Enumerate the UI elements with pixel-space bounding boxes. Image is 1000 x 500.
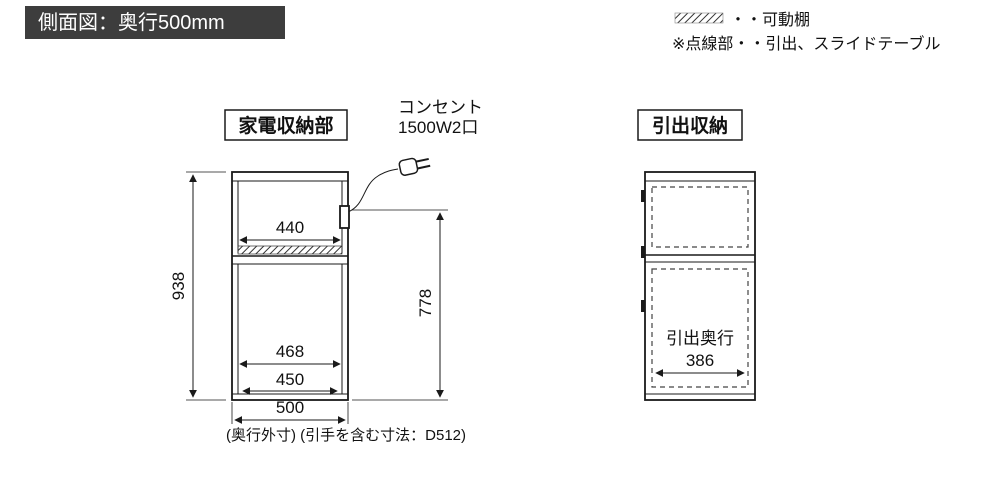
power-cord <box>347 168 399 213</box>
legend: ・・可動棚 ※点線部・・引出、スライドテーブル <box>672 11 940 53</box>
appliance-unit-label-box <box>224 109 348 141</box>
depth-caption: (奥行外寸) (引手を含む寸法：D512) <box>226 427 466 444</box>
movable-shelf <box>237 245 343 255</box>
legend-dotted-note: ※点線部・・引出、スライドテーブル <box>672 34 940 53</box>
dim-440: 440 <box>276 218 304 237</box>
drawer-handle-1 <box>641 190 645 202</box>
drawer-unit: 引出収納 引出奥行 386 <box>637 109 756 401</box>
outlet-label-line1: コンセント <box>398 98 483 117</box>
drawer-cabinet-outline <box>644 171 756 401</box>
dim-778: 778 <box>416 289 435 317</box>
plug-icon <box>398 157 431 176</box>
movable-shelf-swatch-icon <box>674 12 724 24</box>
appliance-unit: 家電収納部 コンセント 1500W2口 440 468 <box>169 98 483 444</box>
drawer-unit-label-box <box>637 109 743 141</box>
dim-938: 938 <box>169 272 188 300</box>
page-title: 側面図：奥行500mm <box>38 11 225 34</box>
drawer-unit-label: 引出収納 <box>652 114 728 137</box>
title-banner: 側面図：奥行500mm <box>25 6 285 39</box>
dim-468: 468 <box>276 342 304 361</box>
appliance-cabinet-outline <box>231 171 349 401</box>
outlet-label-line2: 1500W2口 <box>398 118 478 137</box>
title-banner-bg <box>25 6 285 39</box>
upper-drawer-dashed-extent <box>651 186 749 248</box>
legend-movable-shelf: ・・可動棚 <box>730 11 810 29</box>
dim-386: 386 <box>686 351 714 370</box>
lower-drawer-dashed-extent <box>651 268 749 388</box>
outlet-block <box>339 205 350 229</box>
drawer-depth-label: 引出奥行 <box>666 329 734 348</box>
dim-500: 500 <box>276 398 304 417</box>
drawer-handle-2 <box>641 246 645 258</box>
appliance-unit-label: 家電収納部 <box>238 114 333 137</box>
drawer-handle-3 <box>641 300 645 312</box>
dim-450: 450 <box>276 370 304 389</box>
